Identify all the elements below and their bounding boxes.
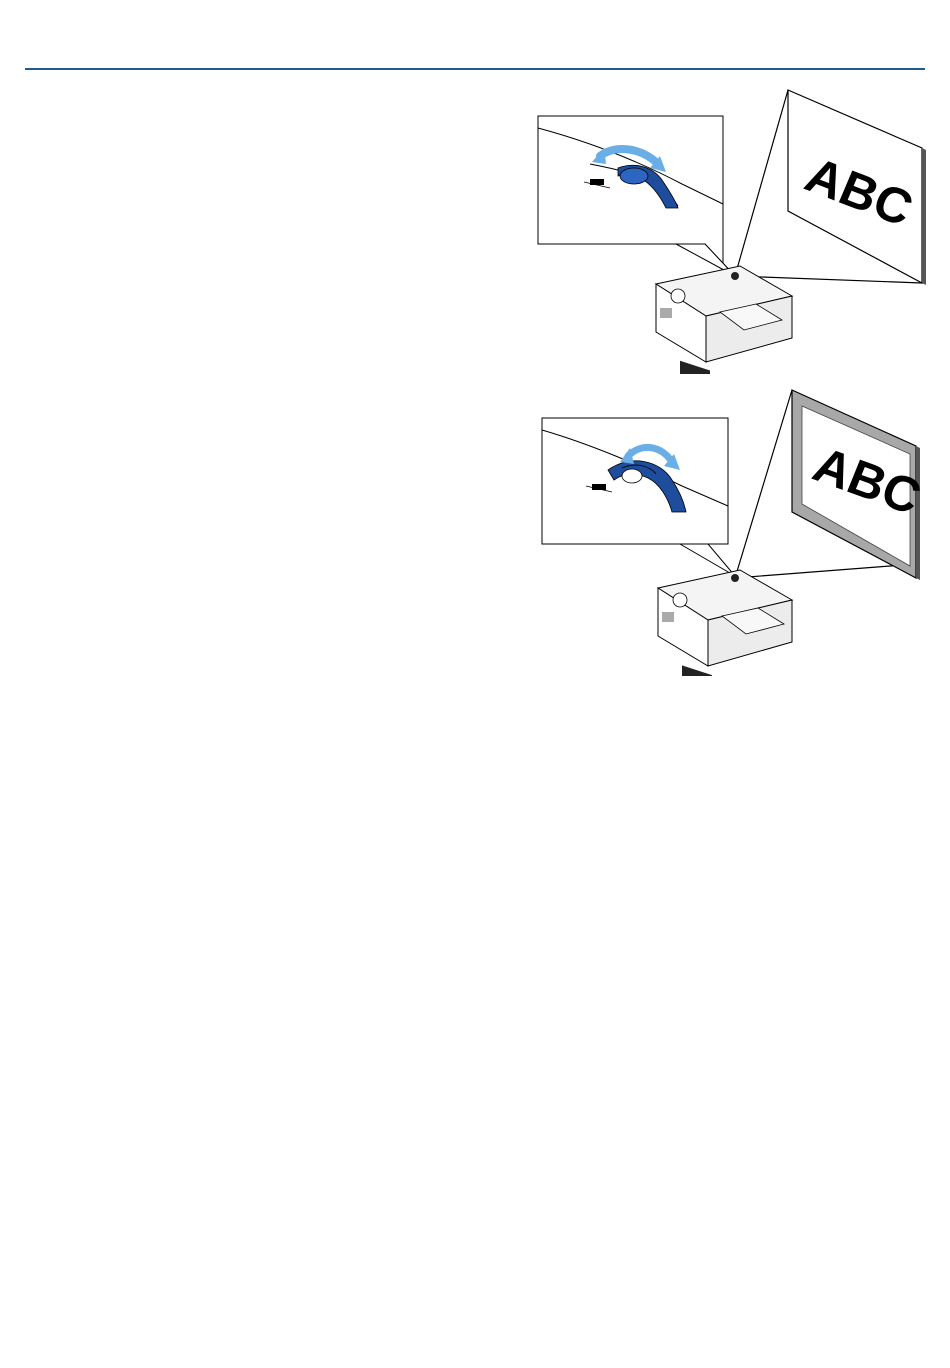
projector bbox=[656, 266, 792, 374]
projection-line-bottom bbox=[735, 564, 916, 578]
projector-lens bbox=[731, 574, 739, 582]
screen-edge bbox=[916, 446, 920, 580]
callout-pointer bbox=[680, 544, 735, 576]
projector-lens bbox=[731, 272, 739, 280]
projection-line-top bbox=[735, 390, 792, 578]
projection-line-top bbox=[735, 90, 788, 276]
focus-ring-tab bbox=[620, 168, 648, 184]
zoom-lever bbox=[622, 469, 642, 483]
screen-edge bbox=[922, 148, 926, 285]
zoom-illustration: ABC bbox=[530, 386, 930, 676]
focus-ring-figure: ABC bbox=[530, 84, 930, 374]
zoom-lever-figure: ABC bbox=[530, 386, 930, 676]
projector bbox=[658, 570, 792, 676]
header-rule bbox=[25, 68, 925, 70]
focus-illustration: ABC bbox=[530, 84, 930, 374]
